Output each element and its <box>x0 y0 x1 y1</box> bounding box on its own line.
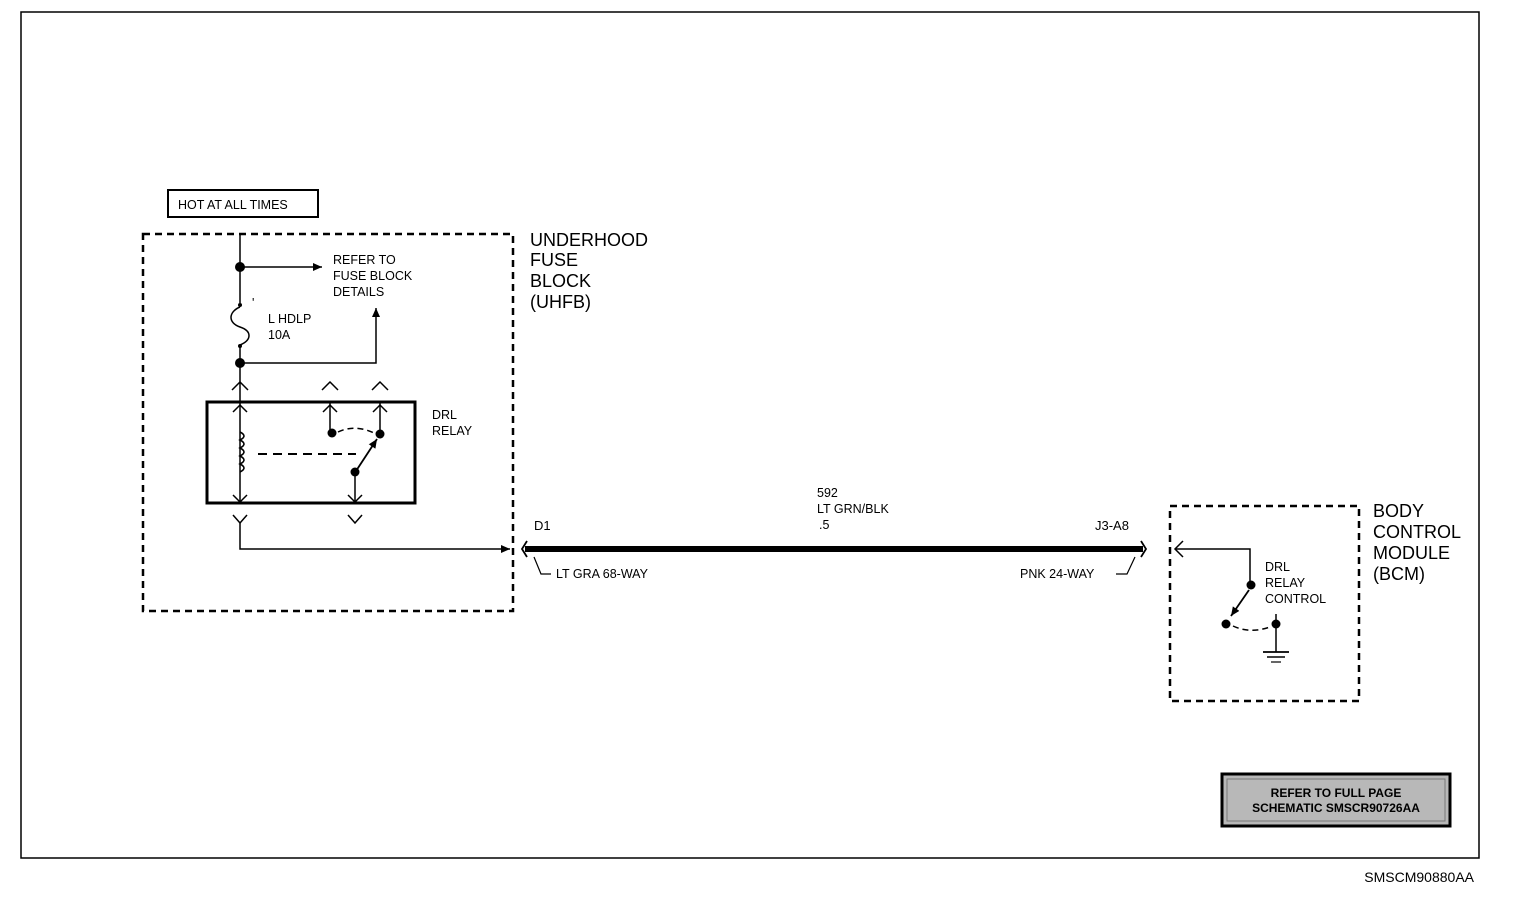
drl-relay-label: DRL RELAY <box>432 408 473 438</box>
left-connector-label: LT GRA 68-WAY <box>556 567 649 581</box>
hot-at-all-times-label: HOT AT ALL TIMES <box>167 189 319 218</box>
fuse-rating: 10A <box>268 328 291 342</box>
bcm-name-line-3: MODULE <box>1373 543 1450 563</box>
uhfb-name-line-3: BLOCK <box>530 271 591 291</box>
relay-coil <box>238 431 245 473</box>
refer-to-fuse-block-details: REFER TO FUSE BLOCK DETAILS <box>333 253 413 299</box>
bcm-name-line-4: (BCM) <box>1373 564 1425 584</box>
relay-contact <box>327 428 337 438</box>
bcm-name: BODY CONTROL MODULE (BCM) <box>1373 501 1461 584</box>
relay-contact <box>375 429 385 439</box>
svg-text:': ' <box>252 296 254 310</box>
fuse-label: L HDLP 10A <box>268 312 311 342</box>
uhfb-name-line-1: UNDERHOOD <box>530 230 648 250</box>
ground-icon <box>1263 651 1289 663</box>
uhfb-boundary <box>141 232 515 613</box>
hot-at-all-times-text: HOT AT ALL TIMES <box>178 198 288 212</box>
fuse-symbol <box>230 306 250 346</box>
refer-to-full-page-box: REFER TO FULL PAGE SCHEMATIC SMSCR90726A… <box>1220 772 1452 828</box>
bcm-contact <box>1221 619 1231 629</box>
right-connector-label: PNK 24-WAY <box>1020 567 1095 581</box>
bcm-control-label: DRL RELAY CONTROL <box>1265 560 1326 606</box>
refer-line-3: DETAILS <box>333 285 384 299</box>
bcm-name-line-2: CONTROL <box>1373 522 1461 542</box>
bcm-control-line-3: CONTROL <box>1265 592 1326 606</box>
bcm-contact <box>1271 619 1281 629</box>
drl-relay-box <box>205 400 417 505</box>
right-pin-label: J3-A8 <box>1095 518 1129 533</box>
bcm-control-line-2: RELAY <box>1265 576 1306 590</box>
bcm-control-line-1: DRL <box>1265 560 1290 574</box>
reference-line-2: SCHEMATIC SMSCR90726AA <box>1252 801 1420 815</box>
diagram-frame <box>20 11 1480 859</box>
wire-label: 592 LT GRN/BLK .5 <box>817 486 889 532</box>
wire-color: LT GRN/BLK <box>817 502 889 516</box>
figure-code: SMSCM90880AA <box>1364 869 1474 885</box>
bcm-name-line-1: BODY <box>1373 501 1424 521</box>
wire-circuit: 592 <box>817 486 838 500</box>
relay-label-line-2: RELAY <box>432 424 473 438</box>
relay-label-line-1: DRL <box>432 408 457 422</box>
refer-line-2: FUSE BLOCK <box>333 269 413 283</box>
reference-line-1: REFER TO FULL PAGE <box>1271 786 1402 800</box>
left-pin-label: D1 <box>534 518 551 533</box>
bcm-contact <box>1246 580 1256 590</box>
refer-line-1: REFER TO <box>333 253 396 267</box>
fuse-name: L HDLP <box>268 312 311 326</box>
uhfb-name-line-4: (UHFB) <box>530 292 591 312</box>
wire-gauge: .5 <box>819 518 829 532</box>
uhfb-name-line-2: FUSE <box>530 250 578 270</box>
uhfb-name: UNDERHOOD FUSE BLOCK (UHFB) <box>530 230 648 312</box>
